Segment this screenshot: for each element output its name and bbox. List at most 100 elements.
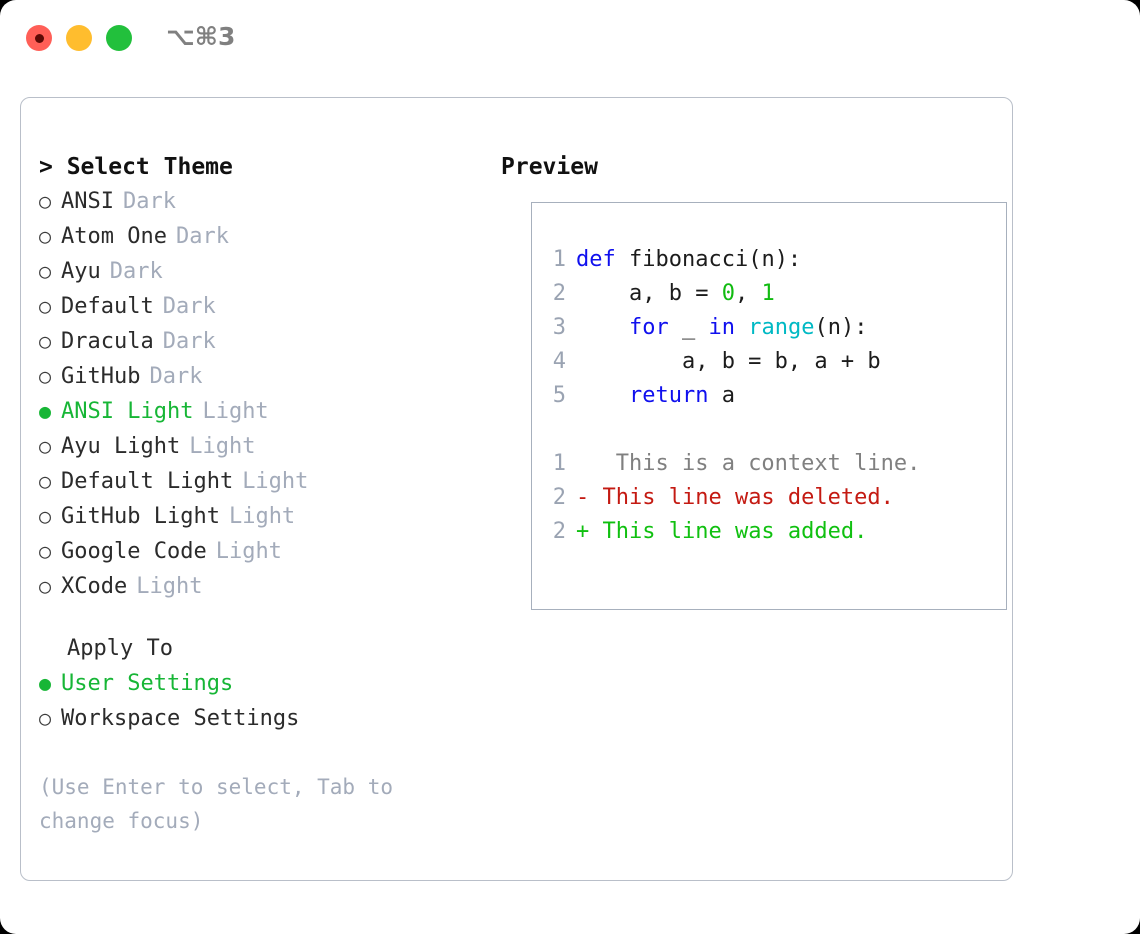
- theme-name-label: GitHub: [61, 364, 141, 389]
- theme-list-item[interactable]: ○ GitHub Dark: [39, 359, 489, 394]
- diff-line: 1 This is a context line.: [540, 447, 1000, 481]
- theme-kind-badge: Dark: [149, 364, 203, 389]
- theme-kind-badge: Light: [136, 574, 203, 599]
- theme-list-item[interactable]: ○ Ayu Dark: [39, 254, 489, 289]
- theme-name-label: ANSI: [61, 189, 114, 214]
- code-token-plain: a, b = b, a + b: [576, 349, 881, 374]
- code-token-num: 1: [761, 281, 775, 306]
- theme-name-label: Ayu: [61, 259, 101, 284]
- radio-unselected-icon: ○: [39, 189, 52, 213]
- radio-unselected-icon: ○: [39, 434, 52, 458]
- diff-line: 2+ This line was added.: [540, 515, 1000, 549]
- theme-kind-badge: Light: [228, 504, 296, 529]
- section-spacer: [39, 604, 489, 632]
- keyboard-shortcut-label: ⌥⌘3: [166, 22, 236, 51]
- code-token-fn: range: [748, 315, 815, 340]
- code-token-plain: a: [708, 383, 735, 408]
- radio-unselected-icon: ○: [39, 329, 52, 353]
- line-number: 2: [552, 485, 566, 510]
- maximize-button[interactable]: [106, 25, 132, 51]
- line-number: 3: [552, 315, 566, 340]
- code-token-kw: in: [708, 315, 735, 340]
- theme-list-item[interactable]: ○ ANSI Dark: [39, 184, 489, 219]
- theme-kind-badge: Dark: [175, 224, 229, 249]
- code-token-plain: _: [668, 315, 709, 340]
- apply-to-option-label: Workspace Settings: [61, 706, 300, 731]
- theme-name-label: Default Light: [61, 469, 234, 494]
- diff-line-content: This is a context line.: [589, 451, 921, 476]
- theme-list-item[interactable]: ○ Ayu Light Light: [39, 429, 489, 464]
- window-controls: [26, 25, 132, 51]
- theme-list-item[interactable]: ○ Dracula Dark: [39, 324, 489, 359]
- theme-kind-badge: Light: [215, 539, 282, 564]
- theme-list-item[interactable]: ○ Google Code Light: [39, 534, 489, 569]
- theme-kind-badge: Dark: [109, 259, 163, 284]
- diff-block: 1 This is a context line.2- This line wa…: [540, 447, 1000, 549]
- apply-to-option-label: User Settings: [61, 671, 234, 696]
- radio-unselected-icon: ○: [39, 259, 52, 283]
- theme-name-label: Default: [61, 294, 154, 319]
- code-token-plain: [576, 315, 629, 340]
- line-number: 5: [552, 383, 566, 408]
- preview-title: Preview: [501, 154, 598, 180]
- close-button[interactable]: [26, 25, 52, 51]
- code-line: 5 return a: [540, 379, 1000, 413]
- radio-unselected-icon: ○: [39, 574, 52, 598]
- code-line: 4 a, b = b, a + b: [540, 345, 1000, 379]
- radio-unselected-icon: ○: [39, 539, 52, 563]
- page-title: > Select Theme: [39, 154, 233, 180]
- minimize-button[interactable]: [66, 25, 92, 51]
- theme-list-item[interactable]: ● ANSI Light Light: [39, 394, 489, 429]
- code-line-content: a, b = b, a + b: [576, 345, 881, 379]
- radio-unselected-icon: ○: [39, 706, 52, 730]
- code-token-plain: [576, 383, 629, 408]
- theme-name-label: Google Code: [61, 539, 207, 564]
- line-number: 4: [552, 349, 566, 374]
- code-token-kw: return: [628, 383, 709, 408]
- radio-unselected-icon: ○: [39, 224, 52, 248]
- theme-kind-badge: Dark: [122, 189, 176, 214]
- theme-kind-badge: Light: [189, 434, 256, 459]
- radio-selected-icon: ●: [39, 671, 52, 695]
- radio-unselected-icon: ○: [39, 364, 52, 388]
- code-line-content: return a: [576, 379, 735, 413]
- theme-name-label: Dracula: [61, 329, 154, 354]
- code-token-kw: for: [628, 315, 669, 340]
- diff-line-content: This line was added.: [589, 519, 868, 544]
- theme-name-label: ANSI Light: [61, 399, 194, 424]
- diff-marker: +: [576, 519, 590, 544]
- code-token-kw: def: [576, 247, 616, 272]
- apply-to-option[interactable]: ○ Workspace Settings: [39, 701, 489, 736]
- radio-selected-icon: ●: [39, 399, 52, 423]
- code-token-plain: a, b =: [576, 281, 722, 306]
- line-number: 2: [552, 281, 566, 306]
- theme-name-label: Ayu Light: [61, 434, 181, 459]
- code-line: 3 for _ in range(n):: [540, 311, 1000, 345]
- theme-kind-badge: Dark: [162, 329, 216, 354]
- apply-to-list: ● User Settings ○ Workspace Settings: [39, 666, 489, 736]
- theme-kind-badge: Light: [202, 399, 269, 424]
- title-bar: ⌥⌘3: [0, 0, 1140, 78]
- apply-to-option[interactable]: ● User Settings: [39, 666, 489, 701]
- theme-name-label: GitHub Light: [61, 504, 220, 529]
- code-token-plain: ,: [734, 281, 762, 306]
- radio-unselected-icon: ○: [39, 294, 52, 318]
- code-token-num: 0: [721, 281, 735, 306]
- line-number: 1: [552, 451, 566, 476]
- theme-kind-badge: Light: [242, 469, 309, 494]
- apply-to-title: Apply To: [67, 636, 173, 661]
